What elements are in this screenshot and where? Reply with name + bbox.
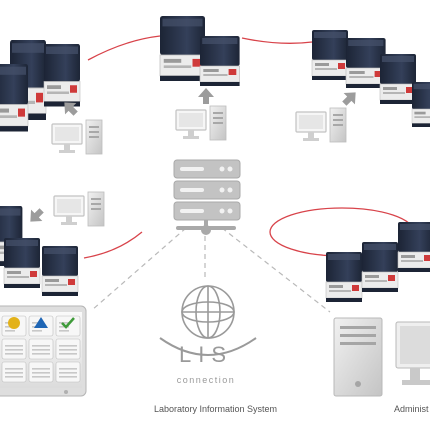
dashed-connectors xyxy=(91,227,331,313)
lis-logo-title: LIS xyxy=(179,342,233,367)
server-stack-icon xyxy=(173,159,241,235)
computer-icon xyxy=(175,105,227,141)
computer-icon xyxy=(53,191,105,227)
arrow-icon xyxy=(198,88,214,104)
analyzer-cluster-top-center xyxy=(159,15,241,87)
admin-caption: Administ xyxy=(394,404,429,414)
lis-caption: Laboratory Information System xyxy=(154,404,278,414)
warning-icon xyxy=(8,317,20,329)
analyzer-cluster-middle-right xyxy=(325,221,430,303)
computer-icon xyxy=(51,119,103,155)
arrow-icon xyxy=(24,204,48,228)
computer-icon xyxy=(295,107,347,143)
ok-icon xyxy=(61,317,75,329)
lis-logo-subtitle: connection xyxy=(177,375,236,385)
arrow-icon xyxy=(338,86,362,110)
analyzer-cluster-top-left xyxy=(0,39,81,133)
lis-globe-logo xyxy=(159,285,257,356)
alert-icon xyxy=(34,317,48,328)
admin-workstation xyxy=(333,317,430,397)
touchscreen-display xyxy=(0,305,87,397)
